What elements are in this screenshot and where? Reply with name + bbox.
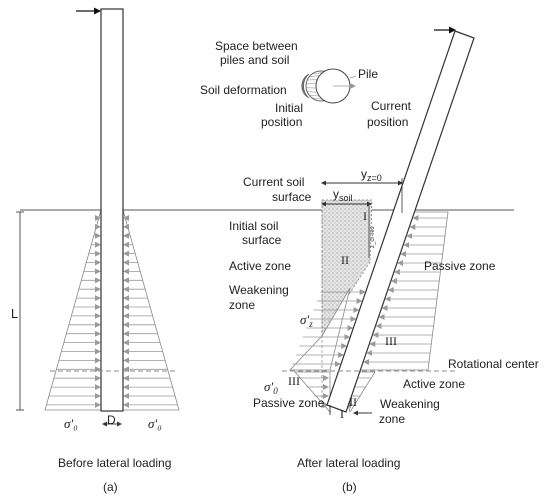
current-position-line1: Current xyxy=(371,99,412,113)
zone-III-left: III xyxy=(288,374,300,388)
tag-b: (b) xyxy=(342,480,357,494)
stress-triangle-left xyxy=(44,209,102,411)
zone-I-bottom: I xyxy=(340,407,344,421)
dimension-L-label: L xyxy=(11,307,18,321)
sigma-z: σ'z xyxy=(300,312,313,329)
stress-arrows-active xyxy=(292,289,366,367)
zone-II-top: II xyxy=(341,253,349,267)
hatch-line xyxy=(308,94,320,97)
current-soil-surface-line1: Current soil xyxy=(243,175,304,189)
active-zone-bottom: Active zone xyxy=(403,377,465,391)
active-zone-wedge xyxy=(289,287,351,371)
hatch-line xyxy=(309,75,320,78)
gap-label-line2: piles and soil xyxy=(220,53,289,67)
y-z0-label: yz=0 xyxy=(361,167,382,183)
pile-b-tilted xyxy=(326,30,475,413)
passive-zone-right: Passive zone xyxy=(424,259,496,273)
hatch-line xyxy=(307,79,318,81)
stress-arrows-lower xyxy=(298,375,372,408)
active-zone-top: Active zone xyxy=(229,259,291,273)
weakening-zone-bottom-line2: zone xyxy=(379,412,405,426)
stress-arrows-right xyxy=(123,215,178,408)
pile-pointer xyxy=(349,75,357,79)
tag-a: (a) xyxy=(103,480,118,494)
stress-arrows-passive xyxy=(363,215,448,365)
sigma-0-left: σ'₀ xyxy=(64,416,78,431)
panel-b: yz=0 ysoil z_cr-res Space between piles … xyxy=(200,26,539,494)
initial-position-line1: Initial xyxy=(275,101,303,115)
dimension-D-label: D xyxy=(107,413,116,427)
zone-II-bottom: II xyxy=(349,395,357,409)
stress-triangle-right xyxy=(122,209,180,411)
soil-deformation-label: Soil deformation xyxy=(200,83,287,97)
caption-b: After lateral loading xyxy=(297,456,400,470)
zone-III-right: III xyxy=(385,334,397,348)
inset-cross-section xyxy=(301,68,357,104)
sigma-0-right: σ'₀ xyxy=(148,416,162,431)
initial-position-line2: position xyxy=(261,115,302,129)
weakening-zone-top-line1: Weakening xyxy=(229,283,289,297)
y-soil-label: ysoil xyxy=(333,187,353,203)
pile-label: Pile xyxy=(358,67,378,81)
inset-hatch xyxy=(306,72,323,100)
hatch-line xyxy=(311,97,323,100)
rotational-center-label: Rotational center xyxy=(448,357,539,371)
current-soil-surface-line2: surface xyxy=(272,190,312,204)
sigma-0-b: σ'0 xyxy=(264,379,278,396)
weakening-zone-bottom-line1: Weakening xyxy=(380,397,440,411)
weakening-zone-top-line2: zone xyxy=(229,298,255,312)
caption-a: Before lateral loading xyxy=(58,456,171,470)
lower-passive-wedge xyxy=(294,371,331,414)
gap-label-line1: Space between xyxy=(215,39,298,53)
inset-soil-deformation xyxy=(301,73,310,99)
zone-I-top: I xyxy=(363,209,367,223)
hatch-line xyxy=(311,72,323,75)
initial-soil-surface-line1: Initial soil xyxy=(229,219,278,233)
hatch-line xyxy=(307,91,318,93)
stress-arrows-left xyxy=(46,215,101,408)
pile-a xyxy=(100,8,124,412)
current-position-line2: position xyxy=(367,115,408,129)
z-cr-label: z_cr-res xyxy=(370,226,376,248)
passive-zone-bottom: Passive zone xyxy=(253,396,325,410)
initial-soil-surface-line2: surface xyxy=(242,233,282,247)
panel-a: L D σ'₀ σ'₀ Before lateral loading (a) xyxy=(11,7,218,494)
